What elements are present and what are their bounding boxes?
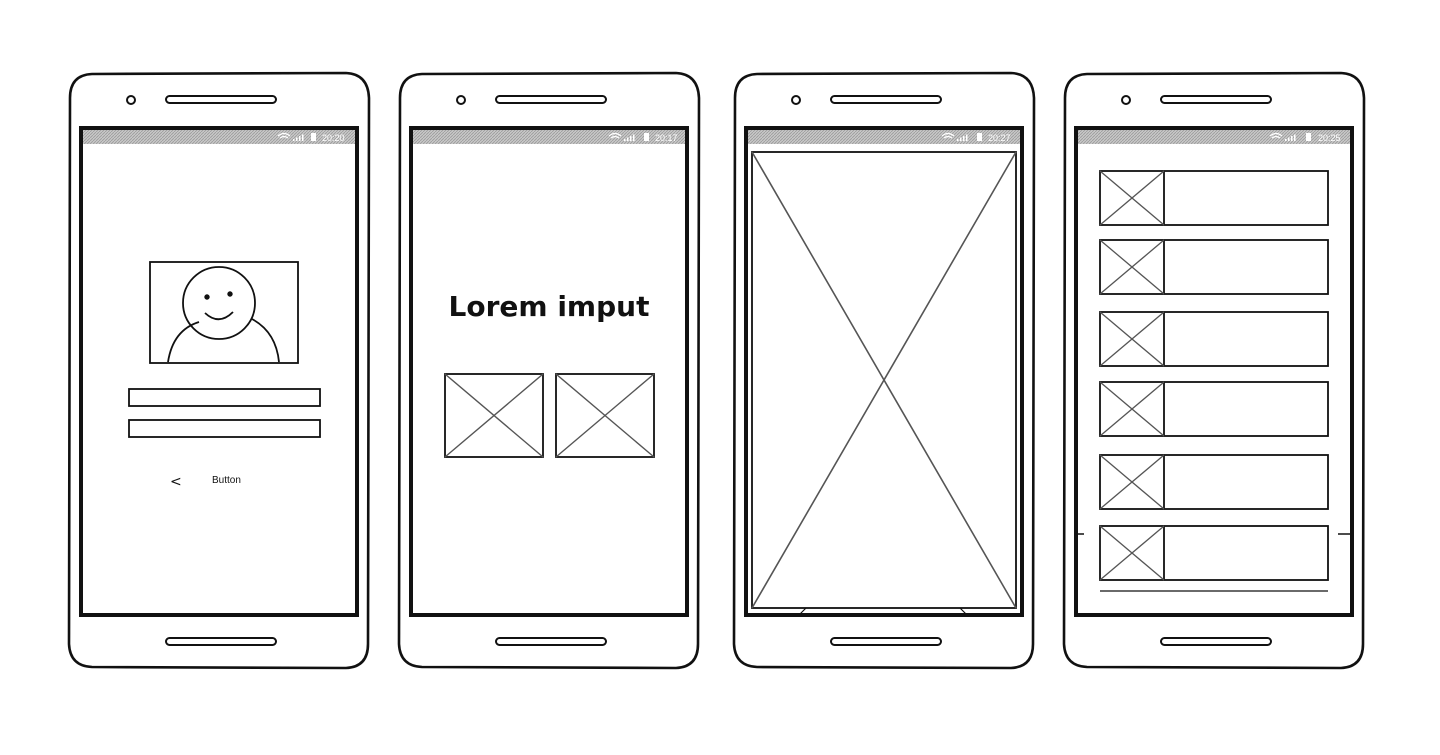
image-placeholder-icon [1099,454,1165,510]
phone-4: 20:25 [1062,71,1366,670]
phone-1-screen [79,126,359,617]
image-placeholder-icon [751,151,1017,609]
phone-1-camera-icon [126,95,136,105]
battery-icon [1306,133,1311,141]
phone-4-camera-icon [1121,95,1131,105]
list-item[interactable] [1099,454,1329,510]
phone-1-speaker [165,95,277,104]
phone-2-screen [409,126,689,617]
battery-icon [311,133,316,141]
status-time: 20:25 [1318,133,1341,143]
wifi-icon [608,132,622,139]
list-item[interactable] [1099,170,1329,226]
image-placeholder-icon [444,373,544,458]
signal-icon [1285,134,1296,141]
phone-3-bottom-stroke [799,607,967,615]
back-chevron-icon[interactable]: < [170,474,182,490]
avatar-frame [149,261,299,364]
avatar-smiley-icon [167,266,280,363]
image-placeholder-1 [444,373,544,458]
phone-1-home-bar [165,637,277,646]
phone-2-speaker [495,95,607,104]
list-item[interactable] [1099,311,1329,367]
list-item[interactable] [1099,525,1329,581]
list-item[interactable] [1099,239,1329,295]
image-placeholder-icon [1099,381,1165,437]
image-placeholder-icon [1099,170,1165,226]
phone-4-home-bar [1160,637,1272,646]
phone-1: 20:20 < Button [67,71,371,670]
text-input-1[interactable] [128,388,321,407]
image-placeholder-icon [1099,311,1165,367]
phone-4-status-bar [1078,130,1350,144]
battery-icon [977,133,982,141]
status-time: 20:20 [322,133,345,143]
full-image-placeholder [751,151,1017,609]
phone-3: 20:27 [732,71,1036,670]
wifi-icon [1269,132,1283,139]
signal-icon [957,134,968,141]
phone-2-camera-icon [456,95,466,105]
phone-2-home-bar [495,637,607,646]
wifi-icon [277,132,291,139]
text-input-2[interactable] [128,419,321,438]
phone-2-status-icons: 20:17 [608,132,678,143]
battery-icon [644,133,649,141]
image-placeholder-icon [1099,239,1165,295]
image-placeholder-2 [555,373,655,458]
phone-3-status-icons: 20:27 [941,132,1011,143]
signal-icon [624,134,635,141]
action-button[interactable]: Button [212,475,241,486]
phone-4-status-icons: 20:25 [1269,132,1341,143]
status-time: 20:27 [988,133,1011,143]
image-placeholder-icon [1099,525,1165,581]
page-title: Lorem imput [449,290,650,323]
wifi-icon [941,132,955,139]
phone-1-status-icons: 20:20 [277,132,345,143]
phone-2: 20:17 Lorem imput [397,71,701,670]
phone-3-camera-icon [791,95,801,105]
status-time: 20:17 [655,133,678,143]
list-item[interactable] [1099,381,1329,437]
phone-4-speaker [1160,95,1272,104]
phone-3-speaker [830,95,942,104]
phone-3-status-bar [748,130,1020,144]
phone-3-home-bar [830,637,942,646]
image-placeholder-icon [555,373,655,458]
signal-icon [293,134,304,141]
